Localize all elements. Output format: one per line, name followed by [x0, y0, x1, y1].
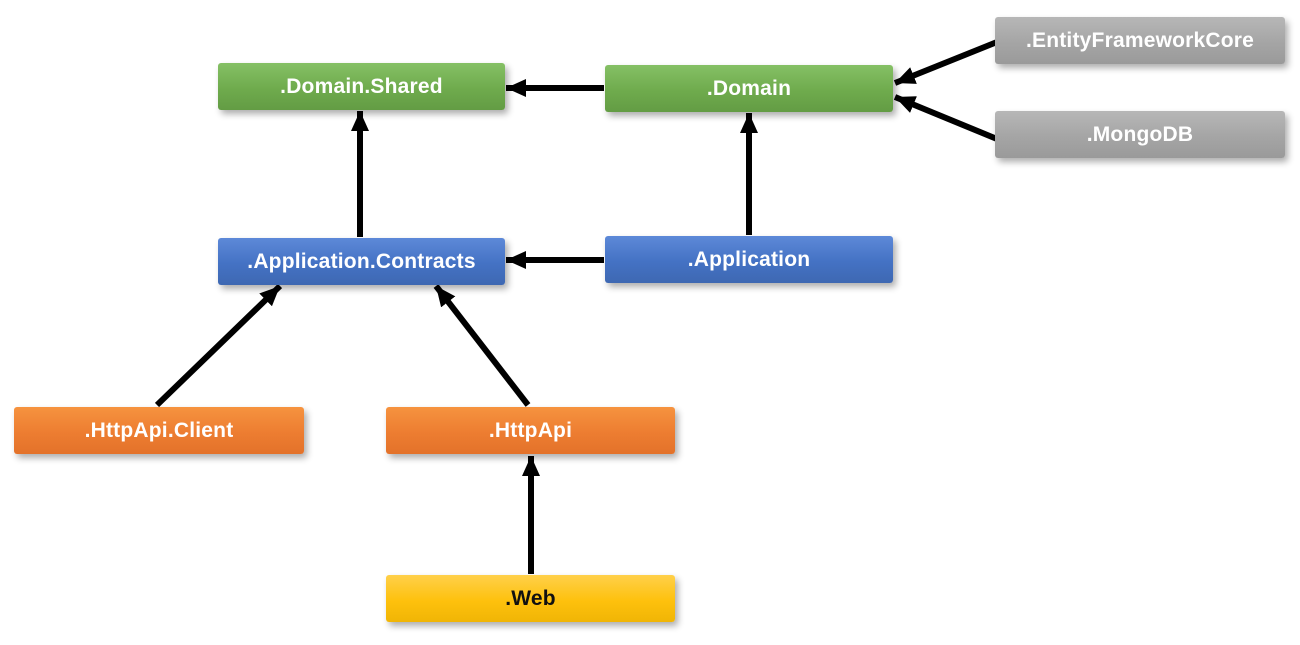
- node-entity-framework-core: .EntityFrameworkCore: [995, 17, 1285, 64]
- edge-entity-framework-core-to-domain: [893, 39, 999, 86]
- node-application-contracts: .Application.Contracts: [218, 238, 505, 285]
- edges-group: [154, 39, 999, 574]
- edge-mongodb-to-domain: [893, 94, 999, 142]
- node-domain-shared: .Domain.Shared: [218, 63, 505, 110]
- node-label: .EntityFrameworkCore: [1025, 28, 1255, 52]
- node-label: .Application: [687, 247, 811, 271]
- node-label: .MongoDB: [1086, 122, 1194, 146]
- node-httpapi-client: .HttpApi.Client: [14, 407, 304, 454]
- edge-httpapi-client-to-application-contracts: [154, 283, 283, 408]
- node-application: .Application: [605, 236, 893, 283]
- node-label: .Domain.Shared: [280, 74, 443, 98]
- node-label: .Web: [505, 586, 556, 610]
- node-label: .HttpApi: [488, 418, 573, 442]
- node-web: .Web: [386, 575, 675, 622]
- node-label: .Application.Contracts: [247, 249, 476, 273]
- edge-httpapi-to-application-contracts: [433, 284, 531, 407]
- node-label: .HttpApi.Client: [84, 418, 234, 442]
- node-httpapi: .HttpApi: [386, 407, 675, 454]
- node-mongodb: .MongoDB: [995, 111, 1285, 158]
- node-label: .Domain: [706, 76, 792, 100]
- node-domain: .Domain: [605, 65, 893, 112]
